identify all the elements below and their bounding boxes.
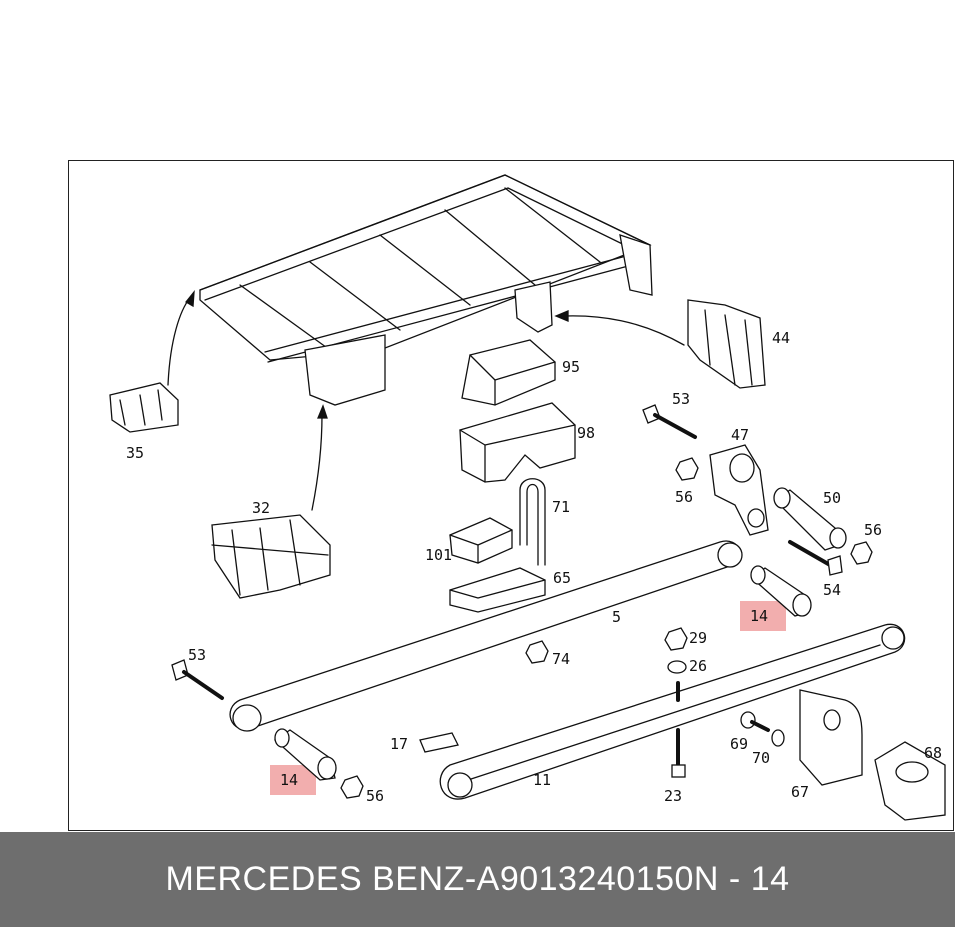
callout-32: 32 xyxy=(252,499,270,517)
callout-50: 50 xyxy=(823,489,841,507)
callout-95: 95 xyxy=(562,358,580,376)
washer-70 xyxy=(771,729,785,747)
bolt-53-upper xyxy=(642,404,697,439)
bushing-14-right xyxy=(750,565,812,617)
bracket-44 xyxy=(687,299,766,389)
leaf-spring-5 xyxy=(229,540,743,732)
callout-17: 17 xyxy=(390,735,408,753)
callout-53-lower: 53 xyxy=(188,646,206,664)
bracket-32 xyxy=(211,514,331,599)
arrow-44 xyxy=(564,315,685,346)
cover-67 xyxy=(799,689,863,786)
nut-29 xyxy=(664,627,688,651)
callout-35: 35 xyxy=(126,444,144,462)
brand-name: MERCEDES BENZ xyxy=(165,860,465,898)
pad-17 xyxy=(419,732,459,753)
bracket-35 xyxy=(109,382,179,433)
callout-69: 69 xyxy=(730,735,748,753)
washer-26 xyxy=(667,660,687,674)
spacer-101 xyxy=(449,517,513,564)
callout-56-right: 56 xyxy=(864,521,882,539)
callout-14-right: 14 xyxy=(750,607,768,625)
callout-56-upper: 56 xyxy=(675,488,693,506)
bolt-23 xyxy=(671,728,686,778)
nut-56-right xyxy=(850,541,873,565)
footer-bar: MERCEDES BENZ - A9013240150 N - 14 xyxy=(0,832,955,927)
caption-separator: - xyxy=(464,860,477,898)
bushing-50 xyxy=(773,487,847,551)
callout-71: 71 xyxy=(552,498,570,516)
leaf-spring-11 xyxy=(439,623,906,800)
callout-44: 44 xyxy=(772,329,790,347)
plate-98 xyxy=(459,402,576,483)
callout-74: 74 xyxy=(552,650,570,668)
callout-68: 68 xyxy=(924,744,942,762)
callout-5: 5 xyxy=(612,608,621,626)
pad-65 xyxy=(449,567,546,613)
nut-56-lower xyxy=(340,775,364,799)
callout-14-left: 14 xyxy=(280,771,298,789)
part-number: A9013240150 xyxy=(476,860,694,898)
callout-29: 29 xyxy=(689,629,707,647)
highlight-box-14-right xyxy=(740,601,786,631)
callout-70: 70 xyxy=(752,749,770,767)
callout-23: 23 xyxy=(664,787,682,805)
callout-101: 101 xyxy=(425,546,452,564)
diagram-frame xyxy=(68,160,954,831)
footer-caption: MERCEDES BENZ - A9013240150 N - 14 xyxy=(0,832,955,927)
shackle-47 xyxy=(709,444,769,536)
bushing-14-left xyxy=(273,728,337,781)
callout-56-lower: 56 xyxy=(366,787,384,805)
callout-67: 67 xyxy=(791,783,809,801)
callout-47: 47 xyxy=(731,426,749,444)
bolt-54 xyxy=(788,540,843,576)
chassis-frame xyxy=(199,174,653,406)
callout-11: 11 xyxy=(533,771,551,789)
u-bolt-71 xyxy=(519,478,546,566)
plate-95 xyxy=(461,339,556,406)
nut-74 xyxy=(525,640,549,664)
arrow-32 xyxy=(311,414,323,511)
bolt-53-lower xyxy=(171,659,224,700)
mount-68 xyxy=(874,741,946,821)
arrow-35 xyxy=(167,297,191,386)
nut-56-upper xyxy=(675,457,699,481)
callout-98: 98 xyxy=(577,424,595,442)
callout-65: 65 xyxy=(553,569,571,587)
callout-54: 54 xyxy=(823,581,841,599)
callout-26: 26 xyxy=(689,657,707,675)
position-number: N - 14 xyxy=(693,860,790,898)
bolt-69 xyxy=(740,711,770,732)
callout-53-upper: 53 xyxy=(672,390,690,408)
